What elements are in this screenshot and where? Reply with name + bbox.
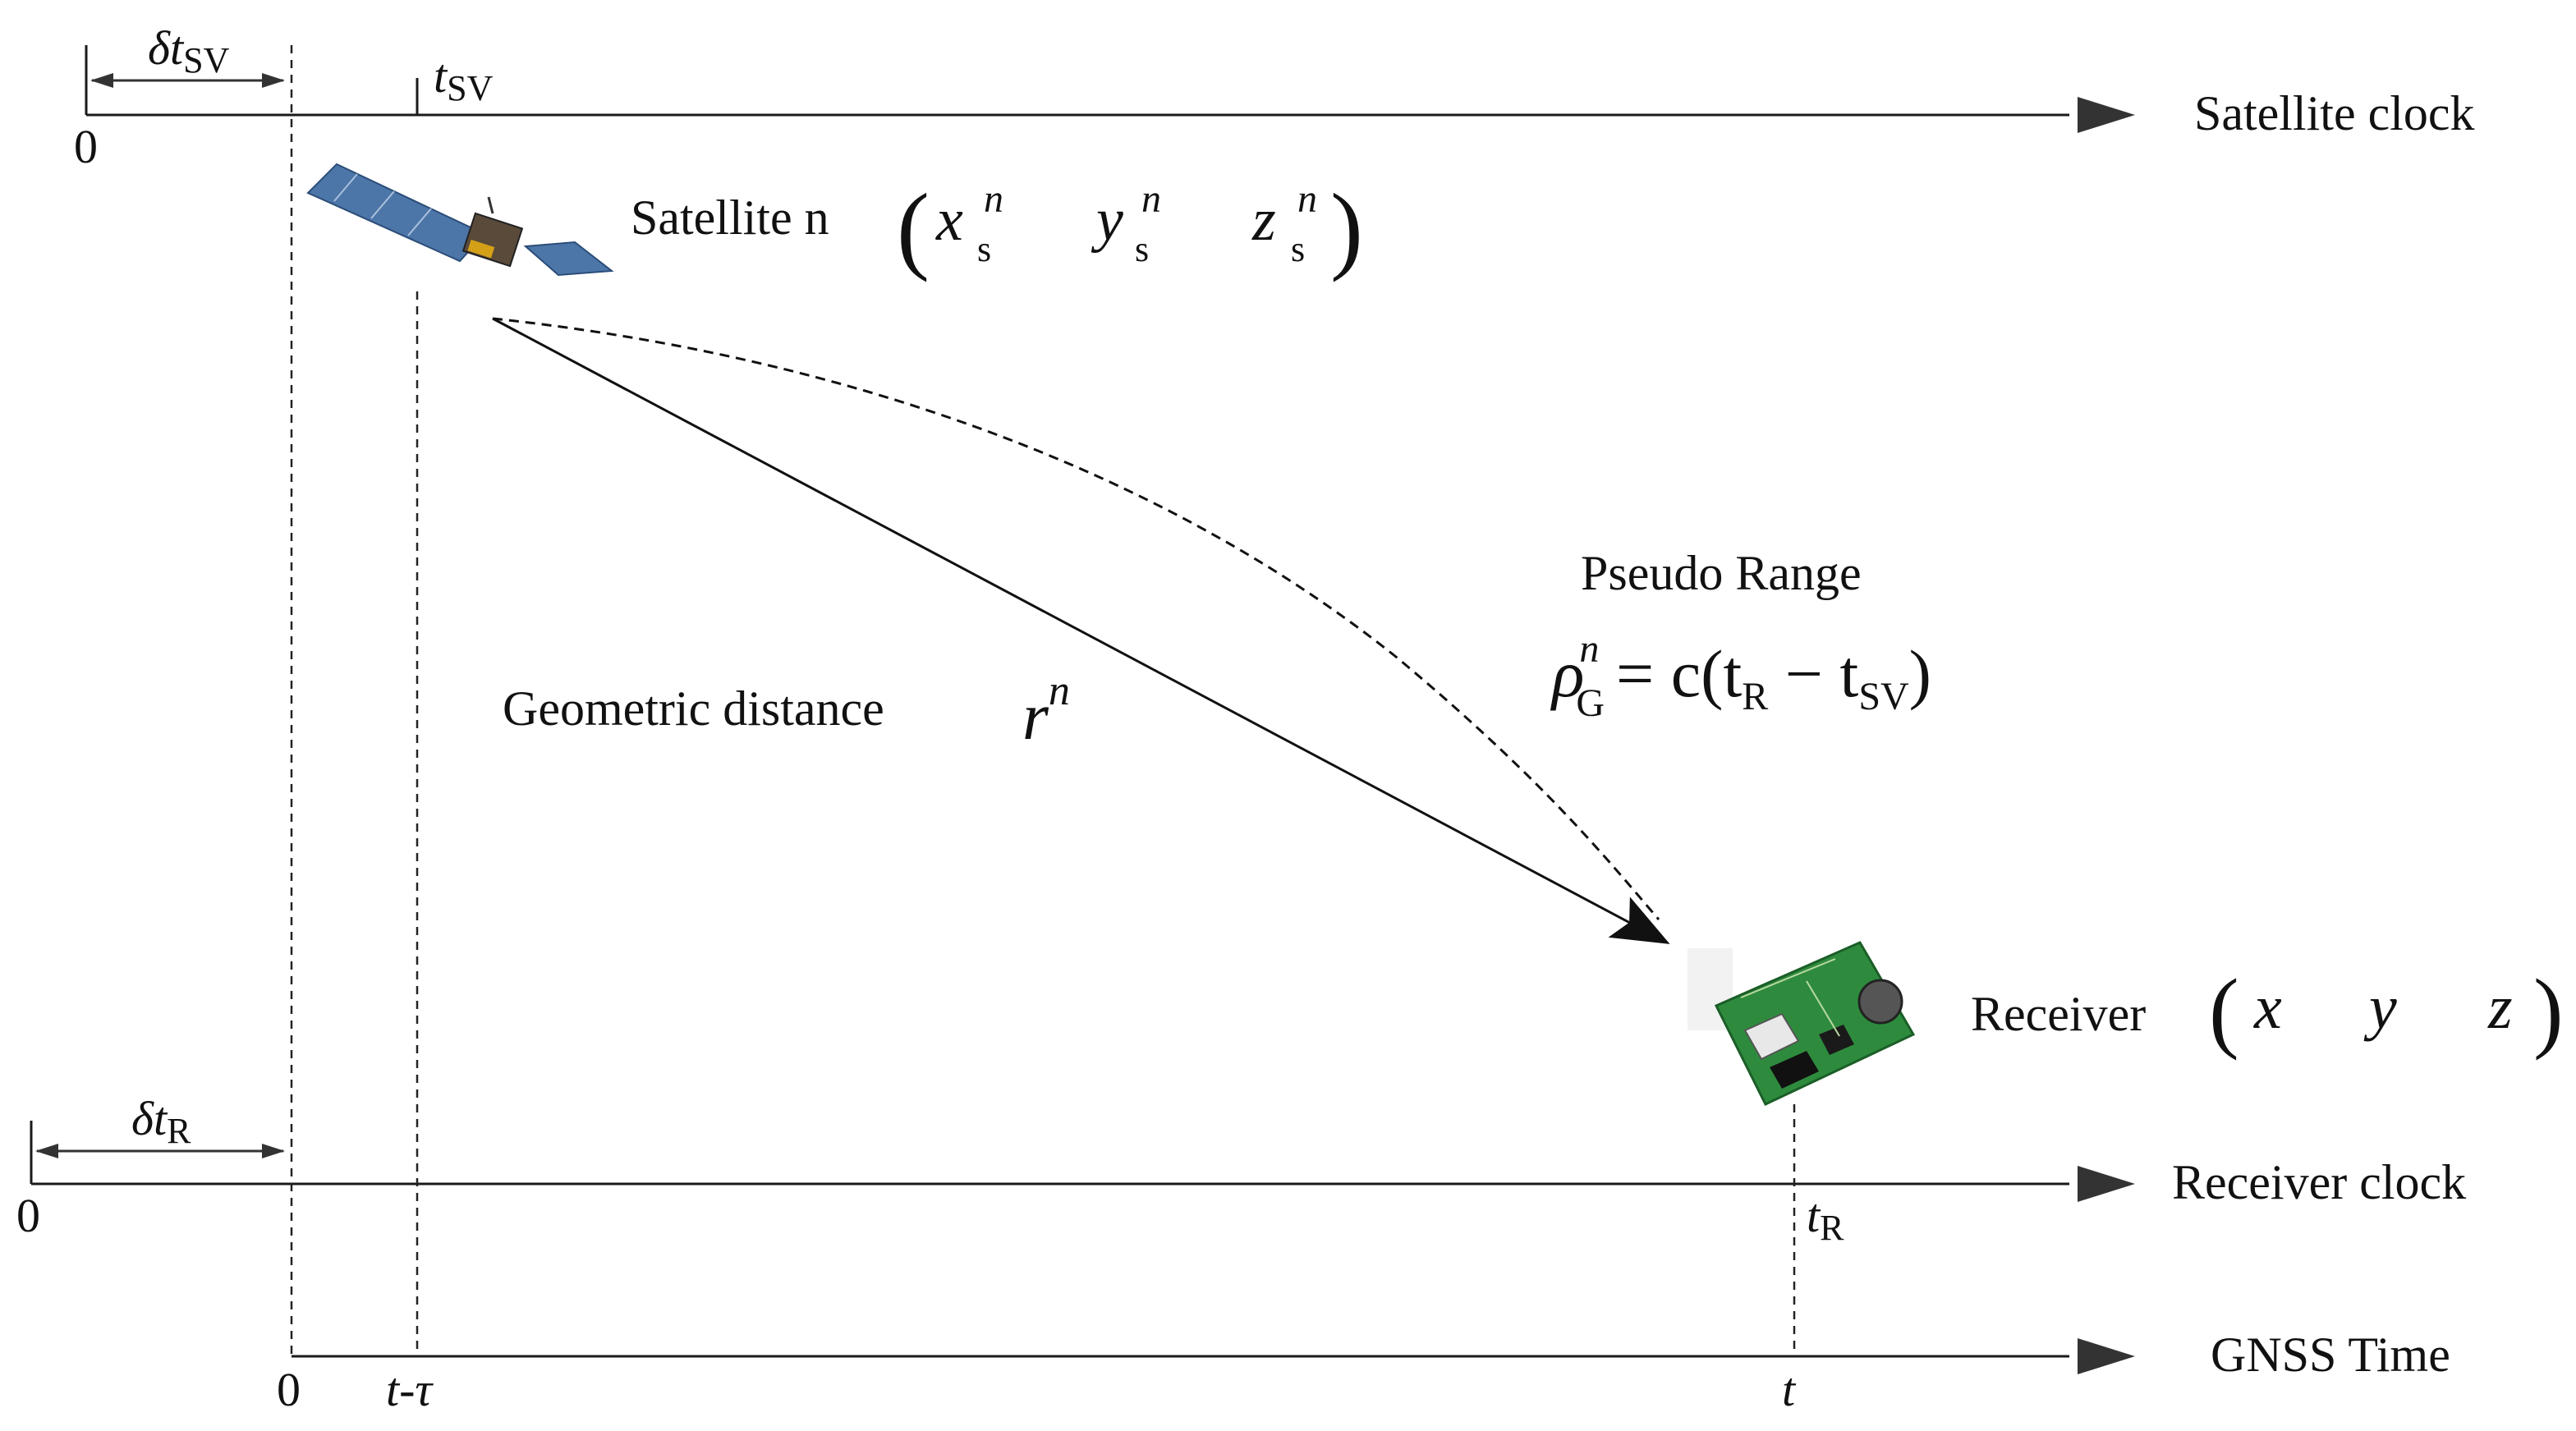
reference-lines xyxy=(290,45,1796,1356)
pseudo-range-curve xyxy=(492,317,1660,920)
satellite-body xyxy=(461,212,524,268)
receiver-clock-axis: 0 Receiver clock xyxy=(16,1121,2466,1242)
gnss-axis-arrowhead xyxy=(2078,1338,2135,1374)
receiver-axis-arrowhead xyxy=(2078,1166,2135,1202)
pcb-board xyxy=(1714,941,1916,1106)
delta-t-r-label: δtR xyxy=(131,1092,191,1151)
t-r-label: tR xyxy=(1807,1189,1844,1248)
receiver-coord-y: y xyxy=(2363,973,2397,1042)
gnss-time-label: GNSS Time xyxy=(2211,1328,2450,1382)
svg-text:s: s xyxy=(1291,229,1305,269)
receiver-origin-label: 0 xyxy=(16,1189,40,1242)
svg-text:n: n xyxy=(984,177,1003,221)
gnss-reception-tick-label: t xyxy=(1782,1363,1797,1416)
geometric-distance-symbol: rn xyxy=(1022,667,1070,754)
satellite-coord-x: x xyxy=(935,186,963,254)
receiver-board-icon xyxy=(1687,941,1916,1106)
receiver-label: Receiver xyxy=(1971,987,2146,1041)
satellite-coord-y: y xyxy=(1091,186,1123,254)
receiver-coords-close-paren: ) xyxy=(2533,961,2564,1061)
satellite-axis-arrowhead xyxy=(2078,97,2135,133)
svg-text:n: n xyxy=(1141,177,1161,221)
receiver-label-group: Receiver ( x y z ) xyxy=(1971,961,2564,1061)
pcb-battery xyxy=(1857,979,1903,1025)
solar-panel-right xyxy=(523,241,614,277)
satellite-clock-label: Satellite clock xyxy=(2194,86,2475,140)
geometric-distance-group: Geometric distance rn xyxy=(503,667,1070,754)
gnss-origin-label: 0 xyxy=(277,1363,301,1416)
receiver-coord-z: z xyxy=(2487,973,2513,1042)
receiver-clock-offset: δtR tR xyxy=(35,1092,1844,1248)
delta-t-sv-label: δtSV xyxy=(148,21,230,80)
geometric-distance-line xyxy=(492,317,1670,944)
receiver-coords-open-paren: ( xyxy=(2209,961,2239,1061)
solar-panel-left xyxy=(306,163,486,263)
t-sv-label: tSV xyxy=(434,49,494,108)
satellite-label: Satellite n xyxy=(631,190,829,245)
receiver-clock-label: Receiver clock xyxy=(2172,1155,2466,1209)
svg-text:s: s xyxy=(977,229,991,269)
gnss-emission-tick-label: t-τ xyxy=(386,1363,434,1416)
satellite-coords-open-paren: ( xyxy=(897,173,930,282)
geometric-distance-label: Geometric distance xyxy=(503,681,884,736)
satellite-clock-axis: 0 Satellite clock xyxy=(74,45,2475,173)
satellite-origin-label: 0 xyxy=(74,120,98,173)
satellite-clock-offset: δtSV tSV xyxy=(90,21,494,108)
satellite-coord-z: z xyxy=(1251,186,1276,254)
svg-text:n: n xyxy=(1297,177,1317,221)
satellite-coords-close-paren: ) xyxy=(1330,173,1363,282)
svg-text:s: s xyxy=(1135,229,1149,269)
pseudo-range-label: Pseudo Range xyxy=(1581,546,1862,600)
receiver-coord-x: x xyxy=(2253,973,2282,1042)
gnss-time-axis: 0 t-τ t GNSS Time xyxy=(277,1328,2450,1416)
satellite-icon xyxy=(306,163,614,277)
satellite-label-group: Satellite n ( x n s y n s z n s ) xyxy=(631,173,1363,282)
